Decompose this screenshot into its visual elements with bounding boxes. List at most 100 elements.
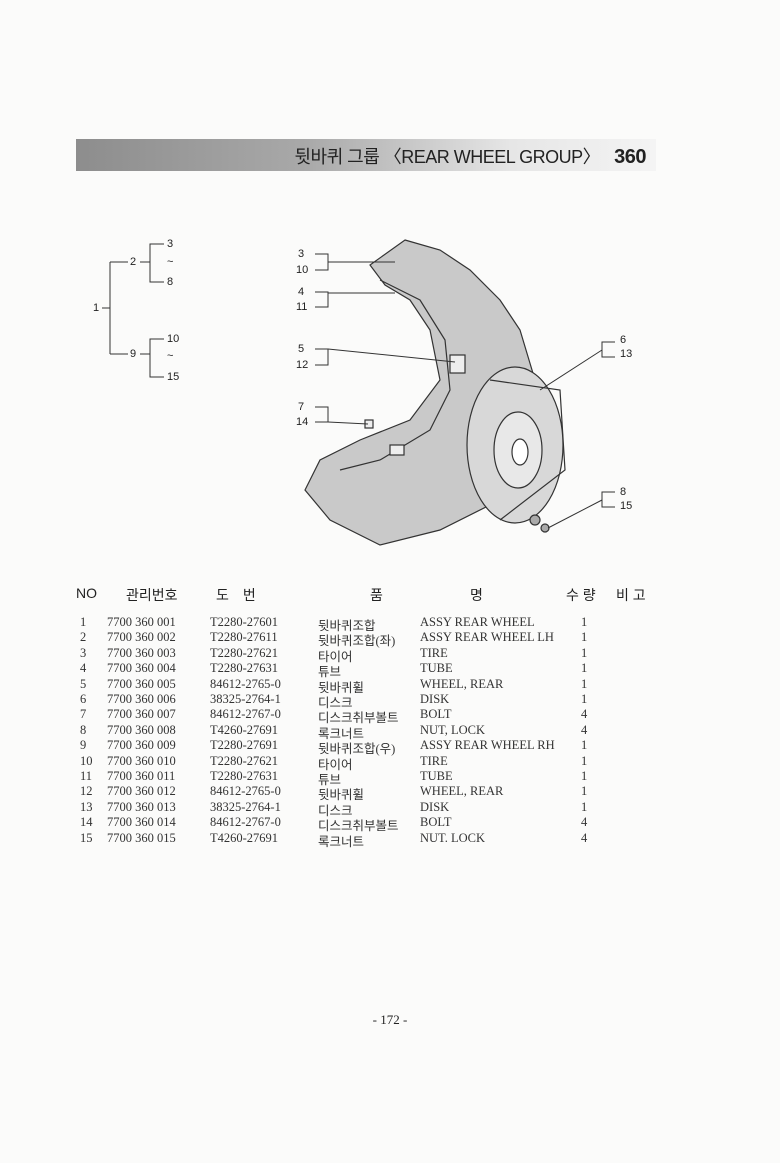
mgmt-no: 7700 360 013 [107,799,176,814]
row-no: 10 [80,753,93,768]
quantity: 4 [581,815,588,830]
row-no: 6 [80,692,87,706]
english-name: TUBE [420,769,453,783]
callout-label: 11 [296,301,308,313]
korean-name: 뒷바퀴조합(우) [318,742,396,757]
mgmt-no: 7700 360 007 [107,707,176,722]
row-no: 8 [80,722,87,737]
page-number: - 172 - [372,1012,408,1027]
quantity: 1 [581,769,588,783]
drawing-no: T4260-27691 [210,830,279,845]
quantity: 1 [581,784,588,799]
tree-range-start: 3 [167,238,174,250]
mgmt-no: 7700 360 010 [107,753,176,768]
header-remarks: 비 고 [616,587,646,603]
wheel-diagram [102,239,615,546]
callout-label: 4 [298,286,305,298]
row-no: 3 [80,645,87,660]
english-name: WHEEL, REAR [420,784,504,799]
row-no: 2 [80,630,87,645]
english-name: TIRE [420,645,448,660]
drawing-no: T2280-27601 [210,615,279,629]
korean-name: 디스크취부볼트 [318,819,399,834]
drawing-no: 84612-2767-0 [210,815,281,830]
row-no: 1 [80,615,87,629]
header-no: NO [76,585,97,601]
section-title: 뒷바퀴 그룹 〈REAR WHEEL GROUP〉360 [294,143,646,169]
quantity: 1 [581,645,588,660]
table-row: 5 7700 360 005 84612-2765-0 뒷바퀴휠 WHEEL, REAR… [76,676,656,695]
quantity: 1 [581,692,588,706]
quantity: 4 [581,707,588,722]
english-name: TUBE [420,661,453,676]
english-name: BOLT [420,707,452,722]
tree-range-tilde: ~ [167,350,174,362]
english-name: ASSY REAR WHEEL [420,615,535,629]
drawing-no: T2280-27611 [210,630,278,645]
tree-node-9: 9 [130,348,137,360]
header-drawing-no: 도 번 [216,587,256,603]
drawing-no: T2280-27631 [210,661,279,676]
korean-name: 타이어 [318,757,353,772]
quantity: 4 [581,830,588,845]
mgmt-no: 7700 360 014 [107,815,176,830]
tree-range-end: 15 [167,371,180,383]
callout-label: 14 [296,416,309,428]
drawing-no: T2280-27691 [210,738,279,753]
tree-range-start: 10 [167,333,180,345]
row-no: 4 [80,661,87,676]
korean-name: 튜브 [318,773,342,787]
korean-name: 디스크 [318,803,353,818]
drawing-no: 38325-2764-1 [210,799,281,814]
callout-label: 15 [620,500,633,512]
drawing-no: 84612-2765-0 [210,784,281,799]
row-no: 7 [80,707,87,722]
korean-name: 튜브 [318,665,342,680]
korean-name: 타이어 [318,649,353,664]
quantity: 1 [581,738,588,753]
mgmt-no: 7700 360 002 [107,630,176,645]
row-no: 13 [80,799,93,814]
drawing-no: 38325-2764-1 [210,692,281,706]
tree-node-2: 2 [130,256,137,268]
header-part: 품 [370,587,383,603]
row-no: 5 [80,676,87,691]
english-name: DISK [420,799,450,814]
header-qty: 수 량 [566,587,596,603]
mgmt-no: 7700 360 005 [107,676,176,691]
korean-name: 록크너트 [318,834,365,849]
korean-name: 뒷바퀴휠 [318,680,365,695]
callout-label: 12 [296,359,309,371]
tree-node-1: 1 [93,302,100,314]
callout-label: 10 [296,264,309,276]
drawing-no: 84612-2765-0 [210,676,281,691]
quantity: 4 [581,722,588,737]
mgmt-no: 7700 360 008 [107,722,176,737]
callout-label: 13 [620,348,633,360]
mgmt-no: 7700 360 001 [107,615,176,629]
english-name: ASSY REAR WHEEL RH [420,738,555,753]
english-name: TIRE [420,753,448,768]
title-text: 뒷바퀴 그룹 〈REAR WHEEL GROUP〉 [294,147,601,167]
mgmt-no: 7700 360 006 [107,692,176,706]
mgmt-no: 7700 360 015 [107,830,176,845]
english-name: WHEEL, REAR [420,676,504,691]
korean-name: 디스크 [318,696,353,710]
quantity: 1 [581,630,588,645]
wheel-illustration [304,239,566,546]
row-no: 12 [80,784,93,799]
korean-name: 디스크취부볼트 [318,711,399,726]
